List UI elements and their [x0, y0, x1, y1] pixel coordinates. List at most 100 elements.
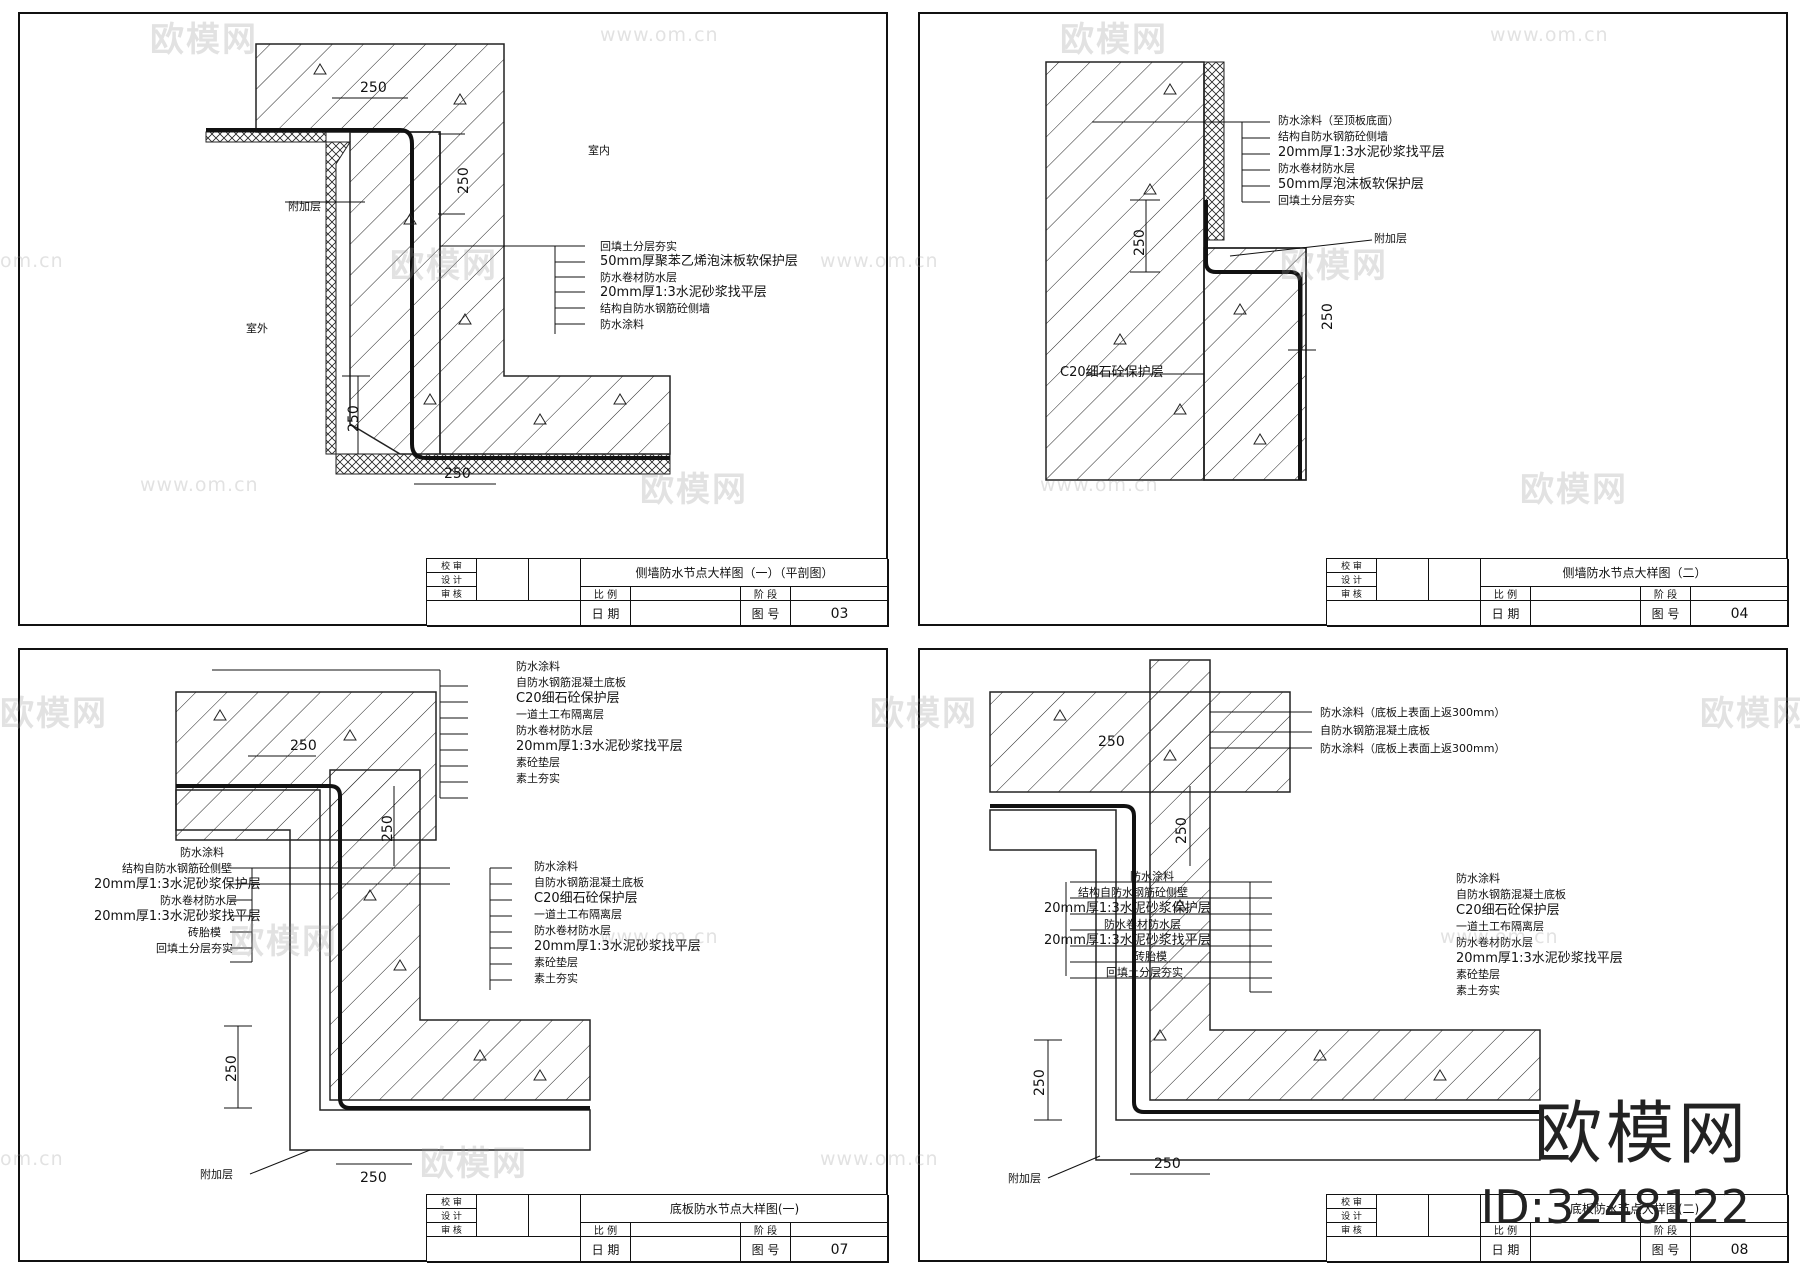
label-left-6: 砖胎模 — [188, 926, 221, 939]
blank-cell — [427, 1237, 581, 1263]
blank-cell — [1327, 1237, 1481, 1263]
sheet-title: 侧墙防水节点大样图（二） — [1481, 559, 1789, 587]
label-top-3: 防水涂料（底板上表面上返300mm） — [1320, 742, 1506, 755]
label-right-8: 素土夯实 — [534, 972, 578, 985]
sheet-title: 底板防水节点大样图(一) — [581, 1195, 889, 1223]
membrane-layer — [176, 784, 590, 1110]
sign-row-3: 审 核 — [1327, 587, 1377, 601]
label-c20: C20细石砼保护层 — [1060, 365, 1164, 380]
detail-drawing-03 — [205, 43, 671, 485]
protection-layer — [175, 789, 591, 1151]
dim-250-left: 250 — [1032, 1069, 1048, 1096]
label-right-6: 20mm厚1:3水泥砂浆找平层 — [1456, 951, 1623, 966]
label-left-4: 防水卷材防水层 — [1104, 918, 1181, 931]
label-right-2: 自防水钢筋混凝土底板 — [534, 876, 644, 889]
label-layer-6: 防水涂料 — [600, 318, 644, 331]
stage-label: 阶 段 — [741, 1223, 791, 1237]
membrane-layer — [990, 804, 1540, 1114]
dim-250-left: 250 — [224, 1055, 240, 1082]
label-left-7: 回填土分层夯实 — [1106, 966, 1183, 979]
label-layer-4: 20mm厚1:3水泥砂浆找平层 — [600, 285, 767, 300]
label-layer-1: 回填土分层夯实 — [600, 240, 677, 253]
label-top-5: 防水卷材防水层 — [516, 724, 593, 737]
date-label: 日 期 — [1481, 1237, 1531, 1263]
label-left-3: 20mm厚1:3水泥砂浆保护层 — [94, 877, 261, 892]
sign-cell — [477, 559, 529, 601]
date-label: 日 期 — [1481, 601, 1531, 627]
scale-label: 比 例 — [581, 1223, 631, 1237]
label-left-5: 20mm厚1:3水泥砂浆找平层 — [1044, 933, 1211, 948]
label-add-layer: 附加层 — [200, 1168, 233, 1181]
scale-value — [1531, 1223, 1641, 1237]
label-layer-1: 防水涂料（至顶板底面） — [1278, 114, 1399, 127]
scale-label: 比 例 — [1481, 587, 1531, 601]
sign-row-1: 校 审 — [427, 559, 477, 573]
dim-250-top: 250 — [290, 738, 317, 754]
label-layer-5: 50mm厚泡沫板软保护层 — [1278, 177, 1424, 192]
wall-body — [349, 131, 441, 455]
label-layer-2: 结构自防水钢筋砼侧墙 — [1278, 130, 1388, 143]
dim-250-upper: 250 — [1132, 229, 1148, 256]
label-layer-5: 结构自防水钢筋砼侧墙 — [600, 302, 710, 315]
roof-slab — [989, 691, 1291, 793]
detail-drawing-04 — [1045, 61, 1373, 481]
label-top-4: 一道土工布隔离层 — [516, 708, 604, 721]
sign-cell — [529, 559, 581, 601]
backfill-layer — [205, 131, 671, 475]
sheet-title: 底板防水节点大样图(二) — [1481, 1195, 1789, 1223]
label-right-7: 素砼垫层 — [1456, 968, 1500, 981]
stage-label: 阶 段 — [1641, 1223, 1691, 1237]
detail-drawing-07 — [175, 669, 591, 1175]
sheet-number: 07 — [791, 1237, 889, 1263]
drawing-no-label: 图 号 — [1641, 601, 1691, 627]
wall-body — [329, 769, 591, 1101]
label-layer-2: 50mm厚聚苯乙烯泡沫板软保护层 — [600, 254, 798, 269]
date-value — [631, 1237, 741, 1263]
label-top-7: 素砼垫层 — [516, 756, 560, 769]
drawing-sheet-07: 250 250 250 250 防水涂料 自防水钢筋混凝土底板 C20细石砼保护… — [18, 648, 889, 1263]
dim-250-left: 250 — [346, 405, 362, 432]
sign-row-2: 设 计 — [1327, 1209, 1377, 1223]
stage-label: 阶 段 — [1641, 587, 1691, 601]
date-label: 日 期 — [581, 601, 631, 627]
label-indoor: 室内 — [588, 144, 610, 157]
sign-cell — [477, 1195, 529, 1237]
scale-label: 比 例 — [581, 587, 631, 601]
label-right-4: 一道土工布隔离层 — [1456, 920, 1544, 933]
label-layer-6: 回填土分层夯实 — [1278, 194, 1355, 207]
sign-row-2: 设 计 — [427, 1209, 477, 1223]
label-add-layer: 附加层 — [1374, 232, 1407, 245]
sign-row-3: 审 核 — [427, 1223, 477, 1237]
scale-value — [631, 587, 741, 601]
title-block-07: 校 审 设 计 审 核 底板防水节点大样图(一) 比 例 阶 段 日 期 图 号… — [426, 1194, 889, 1263]
label-left-1: 防水涂料 — [180, 846, 224, 859]
scale-value — [631, 1223, 741, 1237]
stage-label: 阶 段 — [741, 587, 791, 601]
membrane-layer — [206, 128, 670, 460]
label-layer-3: 20mm厚1:3水泥砂浆找平层 — [1278, 145, 1445, 160]
title-block-04: 校 审 设 计 审 核 侧墙防水节点大样图（二） 比 例 阶 段 日 期 图 号… — [1326, 558, 1789, 627]
sign-cell — [1429, 559, 1481, 601]
title-block-08: 校 审 设 计 审 核 底板防水节点大样图(二) 比 例 阶 段 日 期 图 号… — [1326, 1194, 1789, 1263]
scale-value — [1531, 587, 1641, 601]
dim-250-bottom: 250 — [444, 466, 471, 482]
model-id: ID:3248122 — [1480, 1180, 1750, 1234]
label-right-4: 一道土工布隔离层 — [534, 908, 622, 921]
sign-row-3: 审 核 — [427, 587, 477, 601]
label-right-6: 20mm厚1:3水泥砂浆找平层 — [534, 939, 701, 954]
wall-body — [1149, 659, 1541, 1101]
title-block-03: 校 审 设 计 审 核 侧墙防水节点大样图（一）（平剖图） 比 例 阶 段 日 … — [426, 558, 889, 627]
sign-row-2: 设 计 — [427, 573, 477, 587]
dim-250-bottom: 250 — [1154, 1156, 1181, 1172]
dim-250-right: 250 — [456, 167, 472, 194]
drawing-no-label: 图 号 — [741, 601, 791, 627]
dim-250-bottom: 250 — [360, 1170, 387, 1186]
label-layer-4: 防水卷材防水层 — [1278, 162, 1355, 175]
label-right-3: C20细石砼保护层 — [534, 891, 638, 906]
date-value — [1531, 601, 1641, 627]
date-value — [631, 601, 741, 627]
sheet-number: 04 — [1691, 601, 1789, 627]
label-right-1: 防水涂料 — [534, 860, 578, 873]
label-right-1: 防水涂料 — [1456, 872, 1500, 885]
label-top-3: C20细石砼保护层 — [516, 691, 620, 706]
